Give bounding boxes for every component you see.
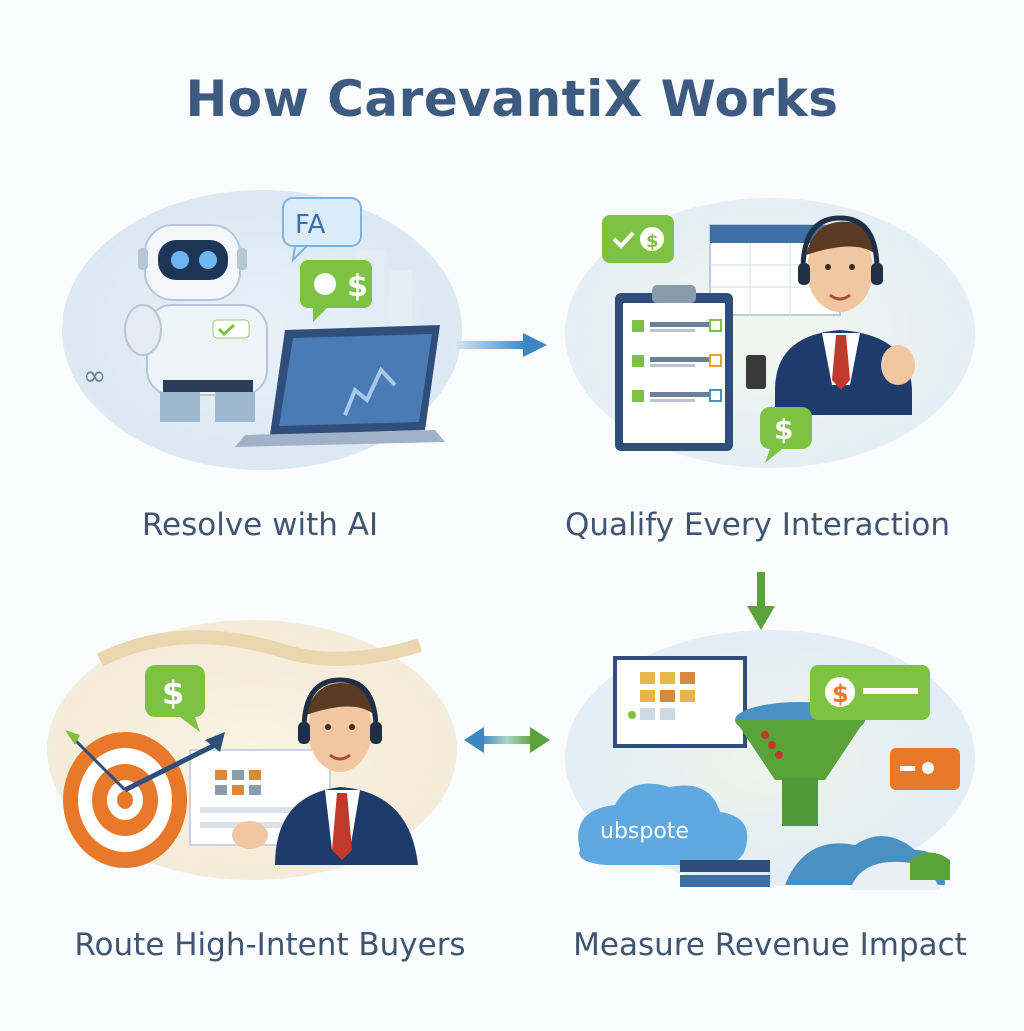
step-1-label: Resolve with AI [95, 507, 425, 543]
step-3-label: Route High-Intent Buyers [40, 927, 500, 963]
arrow-bidirectional-icon [462, 725, 552, 755]
page-title: How CarevantiX Works [0, 70, 1024, 128]
step-4-label: Measure Revenue Impact [555, 927, 985, 963]
dollar-bubble-symbol: $ [162, 674, 184, 712]
step-1-scene: FA $ ∞ [55, 180, 470, 480]
dollar-bubble-symbol: $ [774, 413, 793, 446]
clipboard-checklist-icon [615, 285, 733, 451]
svg-text:$: $ [646, 231, 659, 252]
faq-bubble-text: FA [295, 210, 326, 240]
step-2-scene: $ [560, 185, 985, 485]
dollar-bubble-symbol: $ [832, 680, 849, 708]
orange-bubble-icon [890, 748, 960, 790]
step-3-scene: $ [40, 610, 465, 900]
arrow-right-icon [455, 330, 550, 360]
infinity-badge: ∞ [83, 359, 106, 392]
dollar-bubble-symbol: $ [347, 269, 368, 304]
target-icon [63, 732, 187, 868]
calendar-icon [615, 658, 745, 746]
cloud-label: ubspote [600, 819, 689, 844]
step-2-label: Qualify Every Interaction [545, 507, 970, 543]
dollar-bubble-icon: $ [810, 665, 930, 720]
step-4-scene: $ ubspote [560, 620, 980, 910]
check-dollar-badge-icon: $ [602, 215, 674, 263]
